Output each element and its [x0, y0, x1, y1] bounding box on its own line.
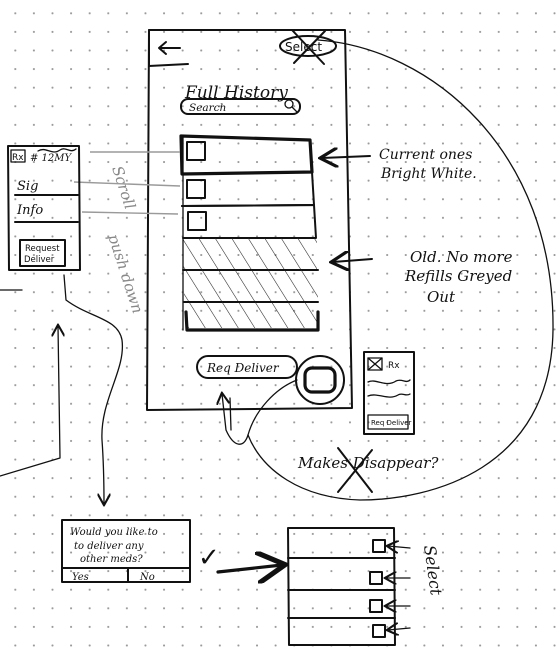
svg-text:Makes Disappear?: Makes Disappear?: [297, 454, 439, 472]
ghost-line: [81, 211, 179, 215]
select-button[interactable]: Select: [279, 29, 337, 65]
ghost-line: [73, 181, 181, 187]
annotation-push-down: push down: [104, 232, 147, 316]
request-delivery-label: Req Deliver: [206, 361, 280, 375]
mini-rx-label: Rx: [388, 361, 400, 371]
list-item-current[interactable]: [181, 171, 315, 207]
detail-screen: Rx # 12MY Sig Info Request Deliver: [7, 145, 81, 271]
search-icon: [284, 99, 298, 113]
arrow-to-select-list: [216, 565, 282, 572]
search-field[interactable]: Search: [180, 98, 301, 115]
dialog-no-button[interactable]: No: [139, 572, 155, 583]
dialog-yes-button[interactable]: Yes: [72, 572, 89, 583]
floating-action-button[interactable]: [295, 355, 345, 405]
back-arrow-icon[interactable]: [148, 29, 189, 67]
list-item-current[interactable]: [181, 204, 317, 239]
list-item-greyed: [184, 302, 320, 332]
deliver-other-meds-dialog: Would you like to to deliver any other m…: [61, 519, 191, 583]
select-checkbox[interactable]: [369, 571, 383, 585]
request-delivery-button[interactable]: Req Deliver: [196, 355, 298, 379]
dialog-text-1: Would you like to: [70, 527, 158, 538]
connector-line-left: [0, 326, 60, 477]
dialog-text-3: other meds?: [80, 554, 143, 565]
arrow-current: [322, 156, 371, 158]
select-checkbox[interactable]: [372, 624, 386, 638]
detail-frame: [7, 145, 81, 271]
rx-box: [10, 149, 26, 163]
sig-label: Sig: [17, 179, 38, 194]
connector-small: [229, 397, 232, 431]
annotation-old: Old. No more: [410, 248, 513, 266]
rx-label: Rx: [12, 153, 24, 163]
request-deliver-button[interactable]: Request Deliver: [19, 239, 66, 267]
list-item-current[interactable]: [179, 134, 314, 176]
list-item-greyed: [183, 270, 319, 303]
arrow-select: [388, 628, 411, 630]
annotation-out: Out: [427, 288, 456, 306]
main-phone-screen: Select Full History Search: [146, 29, 353, 411]
annotation-bright-white: Bright White.: [380, 166, 477, 182]
info-label: Info: [16, 203, 43, 218]
mini-req-deliver: Req Deliver: [371, 419, 412, 427]
annotation-current-ones: Current ones: [379, 147, 472, 163]
mini-image-box: [367, 357, 383, 371]
svg-text:Deliver: Deliver: [24, 255, 55, 265]
annotation-refills: Refills Greyed: [404, 267, 512, 285]
mini-rx-card: Rx Req Deliver: [363, 351, 415, 435]
arrow-old: [333, 259, 373, 262]
phone-frame: [146, 29, 353, 411]
svg-text:Request: Request: [25, 244, 60, 254]
annotation-scroll: Scroll: [108, 164, 139, 212]
annotation-makes-disappear: Makes Disappear?: [297, 447, 439, 493]
annotation-select-vertical: Select: [420, 544, 446, 597]
arrow-select: [388, 546, 411, 548]
dialog-text-2: to deliver any: [74, 541, 144, 552]
overlay-circle-arc: [247, 39, 554, 501]
connector-to-dialog: [63, 274, 124, 504]
checkmark-icon: ✓: [198, 543, 220, 573]
search-input: Search: [189, 102, 226, 114]
select-checkbox[interactable]: [372, 539, 386, 553]
select-list: [287, 527, 396, 646]
list-item-greyed: [182, 238, 319, 271]
connector-line: [222, 379, 298, 445]
select-checkbox[interactable]: [369, 599, 383, 613]
rx-number: # 12MY: [30, 153, 73, 164]
